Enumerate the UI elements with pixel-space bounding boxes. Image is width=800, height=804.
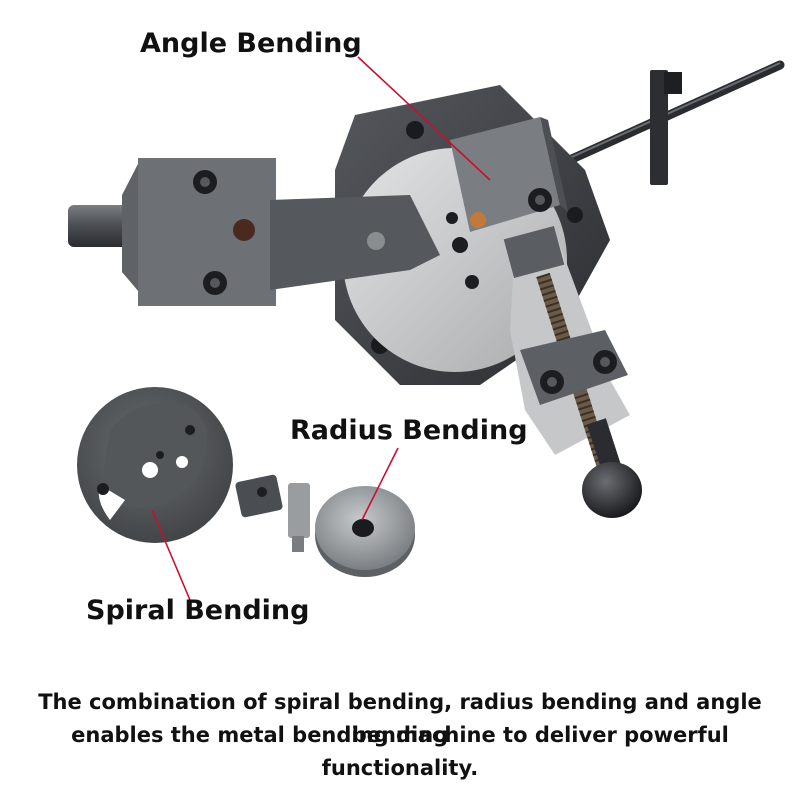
callout-line-angle bbox=[357, 56, 491, 181]
clamp-block bbox=[122, 158, 276, 306]
ball-knob-handle bbox=[582, 418, 642, 518]
caption-line-1: The combination of spiral bending, radiu… bbox=[38, 690, 762, 747]
screw-clamp-jaw bbox=[520, 330, 628, 405]
callout-line-spiral bbox=[151, 509, 191, 601]
clamp-fitting bbox=[235, 474, 310, 552]
caption-line-2: enables the metal bending machine to del… bbox=[71, 723, 729, 780]
radius-bending-label: Radius Bending bbox=[290, 415, 528, 446]
rod-stop bbox=[650, 70, 682, 185]
nut-block bbox=[503, 225, 565, 279]
spiral-bending-die bbox=[77, 387, 233, 543]
lever-arm bbox=[270, 195, 440, 290]
angle-bending-block bbox=[450, 117, 568, 232]
radius-bending-washer bbox=[315, 486, 415, 577]
callout-line-radius bbox=[361, 447, 399, 521]
angle-bending-label: Angle Bending bbox=[140, 28, 362, 59]
spiral-bending-label: Spiral Bending bbox=[86, 595, 310, 626]
